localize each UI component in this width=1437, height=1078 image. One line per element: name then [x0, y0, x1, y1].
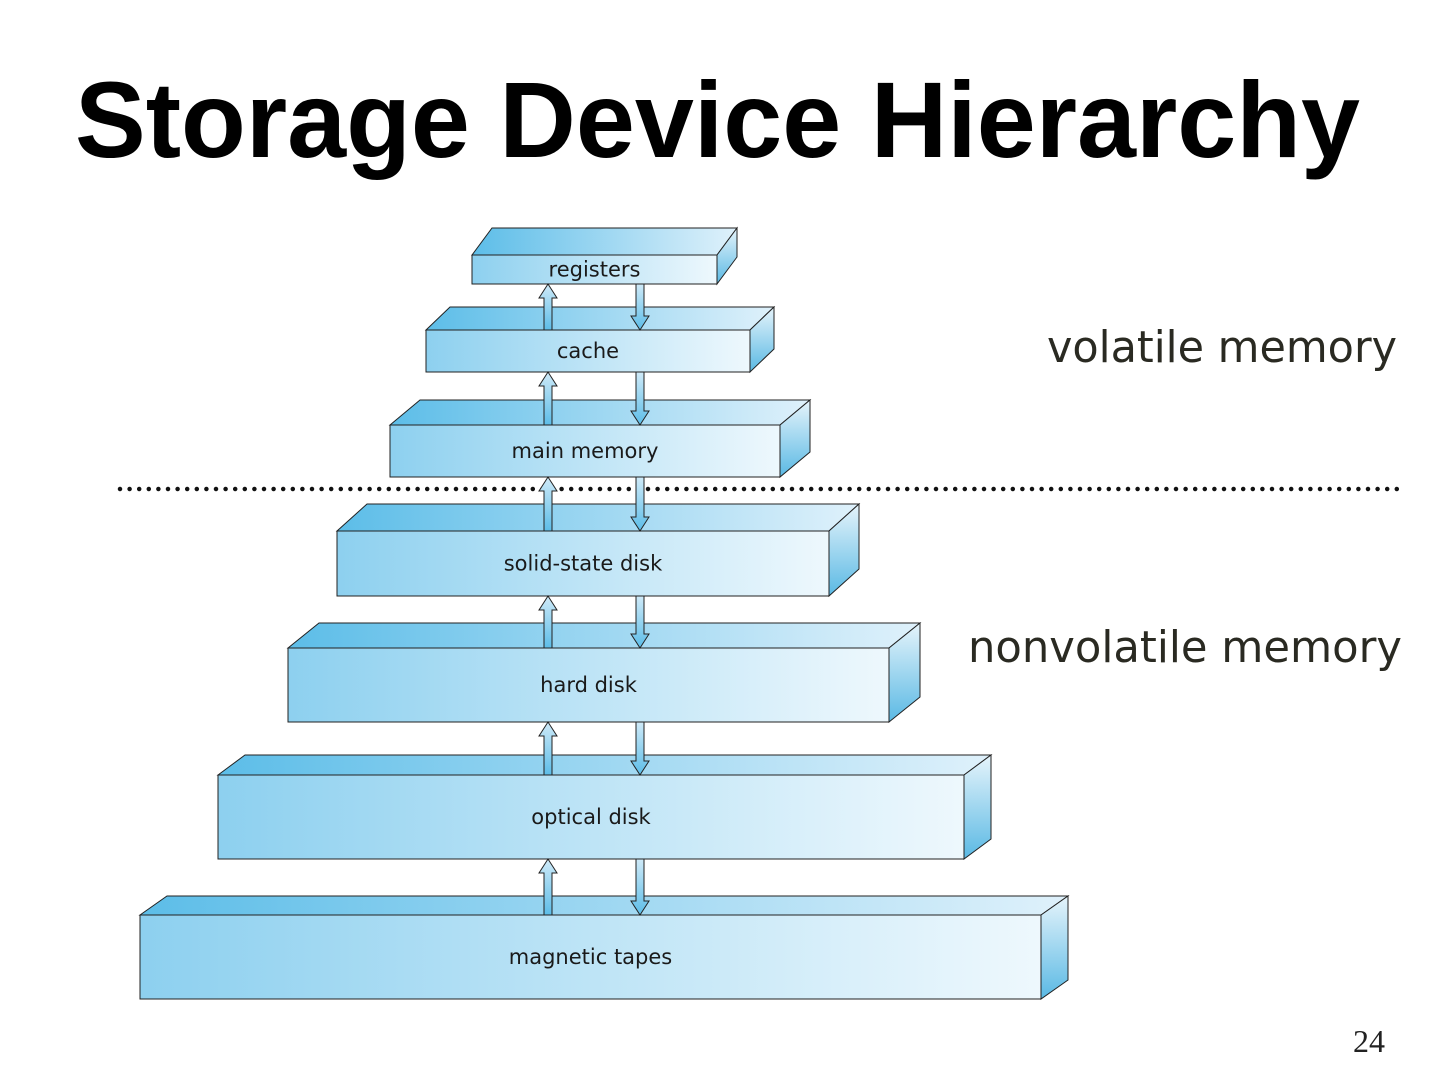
level-label: optical disk — [531, 805, 651, 829]
level-label: magnetic tapes — [509, 945, 672, 969]
box-front-face — [425, 329, 751, 373]
box-front-face — [139, 914, 1042, 1000]
box-top-face — [216, 754, 993, 776]
nonvolatile-memory-label: nonvolatile memory — [968, 622, 1402, 673]
up-arrow — [538, 283, 558, 331]
box-front-face — [336, 530, 830, 597]
box-front-face — [287, 647, 890, 723]
down-arrow — [630, 371, 650, 426]
page-title: Storage Device Hierarchy — [75, 59, 1360, 180]
up-arrow — [538, 721, 558, 776]
page-number: 24 — [1353, 1023, 1385, 1059]
up-arrow — [538, 476, 558, 532]
level-label: cache — [557, 339, 619, 363]
level-box: hard disk — [286, 621, 922, 724]
down-arrow — [630, 476, 650, 532]
box-top-face — [471, 227, 738, 256]
level-label: registers — [549, 258, 641, 282]
box-top-face — [424, 306, 776, 331]
level-box: registers — [471, 226, 738, 286]
level-box: optical disk — [216, 754, 993, 860]
up-arrow — [538, 595, 558, 649]
box-top-face — [286, 622, 922, 649]
level-label: main memory — [512, 439, 659, 463]
box-front-face — [471, 254, 718, 285]
up-arrow — [538, 371, 558, 426]
level-label: solid-state disk — [504, 552, 663, 576]
level-box: main memory — [388, 398, 812, 479]
down-arrow — [630, 721, 650, 776]
box-front-face — [389, 424, 781, 478]
level-box: magnetic tapes — [138, 895, 1070, 1000]
box-top-face — [138, 895, 1070, 916]
volatile-memory-label: volatile memory — [1047, 322, 1397, 373]
box-top-face — [335, 503, 861, 532]
level-label: hard disk — [540, 673, 638, 697]
up-arrow — [538, 858, 558, 916]
level-box: cache — [424, 305, 776, 374]
down-arrow — [630, 283, 650, 331]
box-top-face — [388, 399, 812, 426]
down-arrow — [630, 858, 650, 916]
down-arrow — [630, 595, 650, 649]
box-front-face — [217, 774, 965, 860]
level-box: solid-state disk — [335, 502, 861, 598]
